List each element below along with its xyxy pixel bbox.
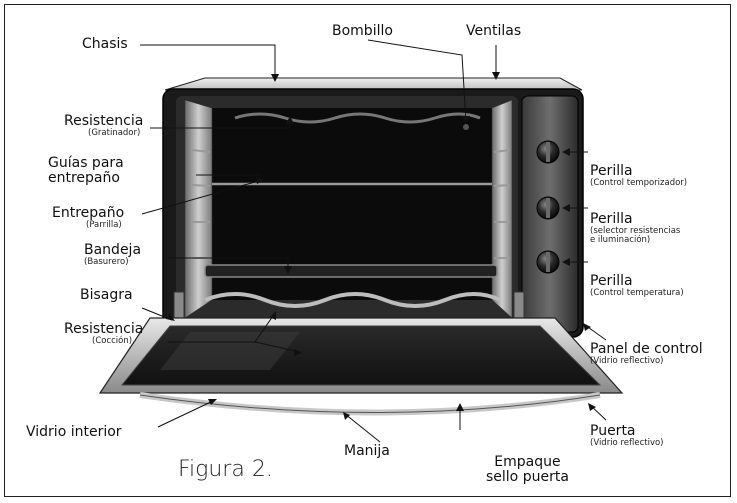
label-manija: Manija [344, 443, 390, 459]
label-empaque: Empaque sello puerta [486, 455, 569, 484]
label-empaque-line1: Empaque [494, 454, 561, 470]
crumb-tray [204, 264, 498, 278]
label-guias-line1: Guías para [48, 155, 124, 171]
bottom-heating-element [204, 292, 501, 308]
knob-temperature-grip [546, 252, 550, 272]
label-perilla2-title: Perilla [590, 211, 633, 227]
label-bandeja: Bandeja (Basurero) [84, 243, 141, 267]
label-bandeja-title: Bandeja [84, 242, 142, 258]
label-bisagra: Bisagra [80, 287, 133, 303]
label-bombillo: Bombillo [332, 23, 393, 39]
label-panel-sub: (Vidrio reflectivo) [590, 355, 664, 366]
label-resistencia-coccion: Resistencia (Cocción) [64, 322, 143, 346]
label-resistencia-bottom-sub: (Cocción) [92, 335, 133, 346]
light-bulb [463, 124, 469, 130]
top-heating-element [234, 112, 481, 124]
knob-selector-grip [546, 198, 550, 218]
label-perilla3-sub: (Control temperatura) [590, 287, 684, 298]
label-entrepano-title: Entrepaño [52, 205, 125, 221]
label-entrepano: Entrepaño (Parrilla) [52, 206, 124, 230]
label-entrepano-sub: (Parrilla) [86, 219, 122, 230]
label-perilla2-sub1: (selector resistencias [590, 225, 681, 236]
label-bandeja-sub: (Basurero) [84, 256, 129, 267]
label-chasis: Chasis [82, 36, 128, 52]
knob-timer-grip [546, 142, 550, 162]
label-perilla2-sub2: e iluminación) [590, 234, 651, 245]
label-resistencia-gratinador: Resistencia (Gratinador) [64, 114, 143, 138]
label-guias-line2: entrepaño [48, 169, 120, 186]
label-panel-de-control: Panel de control (Vidrio reflectivo) [590, 342, 703, 366]
figure-frame [4, 4, 731, 497]
label-guias: Guías para entrepaño [48, 156, 124, 185]
figure-caption: Figura 2. [178, 457, 273, 482]
label-vidrio-interior: Vidrio interior [26, 424, 122, 440]
cavity-left-wall [184, 99, 213, 319]
chassis-top [164, 77, 583, 91]
door-handle-edge [139, 394, 601, 413]
label-perilla-selector: Perilla (selector resistencias e ilumina… [590, 212, 680, 245]
label-resistencia-top-sub: (Gratinador) [88, 127, 141, 138]
label-puerta-sub: (Vidrio reflectivo) [590, 437, 664, 448]
label-resistencia-top-title: Resistencia [64, 113, 144, 129]
leader-arrowheads [166, 72, 596, 420]
label-puerta: Puerta (Vidrio reflectivo) [590, 424, 664, 448]
label-perilla3-title: Perilla [590, 273, 633, 289]
label-empaque-line2: sello puerta [486, 468, 569, 485]
label-panel-title: Panel de control [590, 341, 703, 357]
label-perilla1-sub: (Control temporizador) [590, 177, 688, 188]
label-resistencia-bottom-title: Resistencia [64, 321, 144, 337]
label-perilla-temperatura: Perilla (Control temperatura) [590, 274, 684, 298]
label-perilla-temporizador: Perilla (Control temporizador) [590, 164, 687, 188]
label-ventilas: Ventilas [466, 23, 522, 39]
cavity-right-wall [491, 99, 513, 319]
label-puerta-title: Puerta [590, 423, 636, 439]
label-perilla1-title: Perilla [590, 163, 633, 179]
